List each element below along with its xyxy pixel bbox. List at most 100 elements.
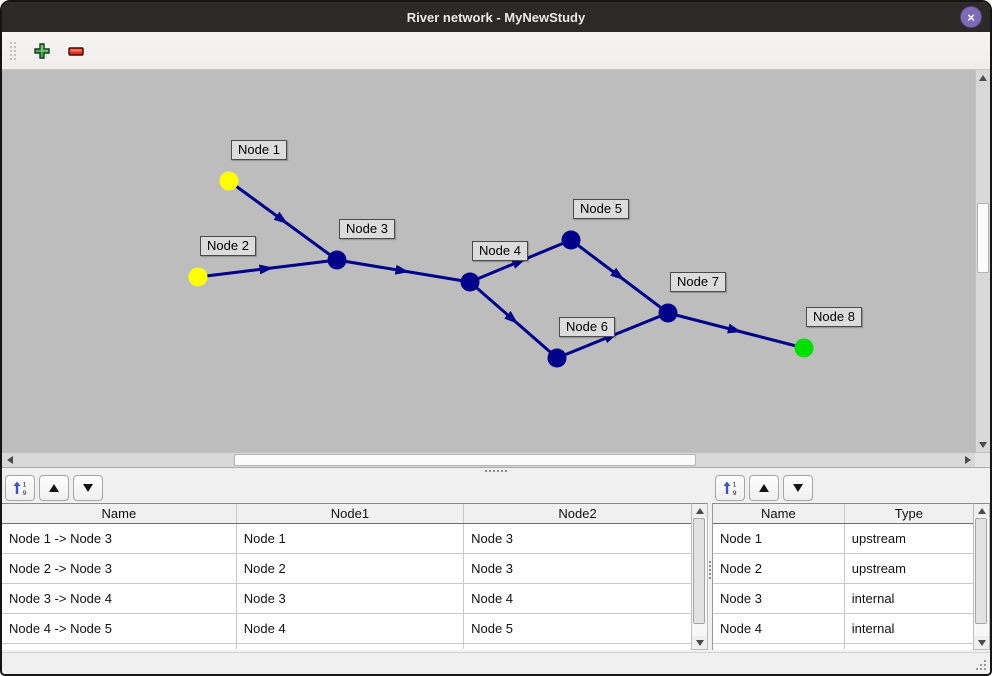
- node-label[interactable]: Node 1: [231, 140, 287, 160]
- scroll-up-button[interactable]: [692, 504, 707, 517]
- table-cell[interactable]: Node 5: [463, 613, 691, 644]
- table-cell[interactable]: internal: [844, 583, 973, 614]
- graph-edge[interactable]: [197, 258, 338, 279]
- nodes-table-scrollbar[interactable]: [973, 503, 990, 650]
- graph-node[interactable]: [561, 230, 581, 250]
- column-header[interactable]: Node1: [236, 504, 465, 524]
- graph-node[interactable]: [188, 267, 208, 287]
- table-cell[interactable]: Node 3 -> Node 4: [2, 583, 237, 614]
- scroll-thumb[interactable]: [975, 518, 987, 624]
- node-label[interactable]: Node 7: [670, 272, 726, 292]
- up-arrow-icon: [977, 507, 986, 514]
- down-arrow-icon: [695, 639, 704, 646]
- graph-node[interactable]: [658, 303, 678, 323]
- nodes-header-row: Name Type: [713, 504, 973, 524]
- node-label[interactable]: Node 3: [339, 219, 395, 239]
- move-down-button[interactable]: [73, 475, 103, 501]
- table-cell[interactable]: Node 4: [713, 613, 845, 644]
- scroll-thumb[interactable]: [234, 454, 696, 466]
- node-label[interactable]: Node 5: [573, 199, 629, 219]
- graph-edge[interactable]: [570, 238, 669, 315]
- add-node-button[interactable]: [29, 38, 55, 64]
- table-cell[interactable]: upstream: [844, 523, 973, 554]
- table-cell[interactable]: Node 3: [463, 523, 691, 554]
- network-canvas[interactable]: Node 1 Node 2 Node 3 Node 4 Node 5 Node 6 Node…: [2, 70, 975, 452]
- scroll-track[interactable]: [17, 453, 960, 467]
- up-triangle-icon: [759, 484, 769, 492]
- table-cell[interactable]: Node 4 -> Node 5: [2, 613, 237, 644]
- table-cell[interactable]: Node 4: [236, 613, 465, 644]
- graph-edge[interactable]: [336, 258, 471, 284]
- branches-table-scrollbar[interactable]: [691, 503, 708, 650]
- scroll-left-button[interactable]: [2, 453, 17, 467]
- node-label[interactable]: Node 6: [559, 317, 615, 337]
- tables-splitter[interactable]: [708, 503, 712, 650]
- scroll-down-button[interactable]: [974, 636, 989, 649]
- column-header[interactable]: Node2: [463, 504, 691, 524]
- column-header[interactable]: Name: [2, 504, 237, 524]
- move-up-button[interactable]: [749, 475, 779, 501]
- scroll-track[interactable]: [976, 85, 990, 437]
- graph-edge[interactable]: [469, 238, 572, 284]
- resize-grip-icon[interactable]: [974, 658, 986, 670]
- graph-node[interactable]: [219, 171, 239, 191]
- scroll-right-button[interactable]: [960, 453, 975, 467]
- close-button[interactable]: ×: [960, 6, 982, 28]
- remove-node-button[interactable]: [63, 38, 89, 64]
- move-up-button[interactable]: [39, 475, 69, 501]
- up-arrow-icon: [979, 74, 987, 81]
- scroll-down-button[interactable]: [692, 636, 707, 649]
- canvas-horizontal-scrollbar[interactable]: [2, 452, 990, 467]
- sort-button[interactable]: 1 9: [5, 475, 35, 501]
- canvas-vertical-scrollbar[interactable]: [975, 70, 990, 452]
- sort-button[interactable]: 1 9: [715, 475, 745, 501]
- scroll-down-button[interactable]: [976, 437, 990, 452]
- table-cell[interactable]: Node 2 -> Node 3: [2, 553, 237, 584]
- node-label[interactable]: Node 8: [806, 307, 862, 327]
- graph-node[interactable]: [547, 348, 567, 368]
- graph-node[interactable]: [794, 338, 814, 358]
- toolbar-drag-handle[interactable]: [9, 41, 19, 61]
- right-arrow-icon: [964, 456, 971, 464]
- table-cell[interactable]: Node 3: [463, 553, 691, 584]
- table-cell[interactable]: Node 1 -> Node 3: [2, 523, 237, 554]
- graph-node[interactable]: [460, 272, 480, 292]
- table-cell[interactable]: Node 2: [236, 553, 465, 584]
- graph-node[interactable]: [327, 250, 347, 270]
- move-down-button[interactable]: [783, 475, 813, 501]
- table-cell[interactable]: Node 3: [236, 583, 465, 614]
- table-cell[interactable]: Node 4: [463, 583, 691, 614]
- node-label[interactable]: Node 4: [472, 241, 528, 261]
- scroll-track[interactable]: [692, 517, 707, 636]
- table-cell[interactable]: Node 2: [713, 553, 845, 584]
- scroll-thumb[interactable]: [693, 518, 705, 624]
- graph-edge[interactable]: [667, 311, 805, 350]
- table-cell[interactable]: upstream: [844, 553, 973, 584]
- pane-splitter[interactable]: [2, 467, 990, 473]
- column-header[interactable]: Name: [713, 504, 845, 524]
- scroll-up-button[interactable]: [974, 504, 989, 517]
- up-triangle-icon: [49, 484, 59, 492]
- scroll-track[interactable]: [974, 517, 989, 636]
- table-cell[interactable]: Node 1: [713, 523, 845, 554]
- graph-edge[interactable]: [469, 280, 558, 360]
- table-cell[interactable]: Node 3: [713, 583, 845, 614]
- table-cell[interactable]: Node 1: [236, 523, 465, 554]
- table-cell[interactable]: internal: [844, 613, 973, 644]
- scroll-thumb[interactable]: [977, 203, 989, 273]
- graph-edge[interactable]: [228, 179, 338, 262]
- node-label[interactable]: Node 2: [200, 236, 256, 256]
- column-header[interactable]: Type: [844, 504, 973, 524]
- scroll-up-button[interactable]: [976, 70, 990, 85]
